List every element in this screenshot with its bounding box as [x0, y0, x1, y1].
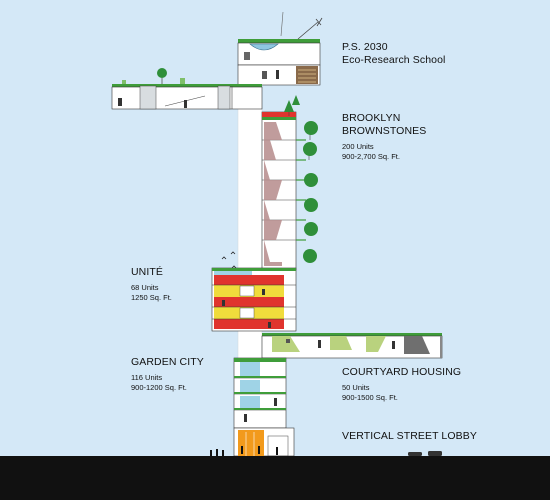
brownstones-section	[261, 95, 318, 271]
cantilever-block	[111, 68, 263, 110]
tree-icon	[304, 173, 318, 187]
courtyard-section	[261, 333, 443, 359]
ground	[0, 456, 550, 500]
bird-icon	[231, 265, 237, 269]
car-icon	[428, 451, 442, 456]
school-green-roof	[238, 39, 320, 43]
cantilever-silo	[139, 85, 157, 110]
unite-size: 1250 Sq. Ft.	[131, 292, 172, 302]
tree-icon	[303, 249, 317, 263]
school-library	[296, 66, 318, 84]
unite-section	[211, 267, 297, 332]
courtyard-units: 50 Units	[342, 383, 370, 392]
tree-icon	[304, 222, 318, 236]
tree-icon	[304, 198, 318, 212]
courtyard-size: 900-1500 Sq. Ft.	[342, 392, 398, 402]
label-lobby: VERTICAL STREET LOBBY	[342, 430, 477, 443]
person-icon	[210, 450, 212, 456]
bird-icon	[221, 256, 227, 260]
lobby-title: VERTICAL STREET LOBBY	[342, 430, 477, 442]
label-garden-city: GARDEN CITY 116 Units 900-1200 Sq. Ft.	[131, 356, 204, 392]
tree-icon	[304, 121, 318, 140]
label-brownstones: BROOKLYN BROWNSTONES 200 Units 900-2,700…	[342, 112, 426, 161]
school-upper-floor	[237, 42, 321, 66]
label-unite: UNITÉ 68 Units 1250 Sq. Ft.	[131, 266, 172, 302]
person-icon	[276, 447, 278, 455]
brownstones-title-2: BROWNSTONES	[342, 125, 427, 137]
person-icon	[222, 450, 224, 456]
courtyard-title: COURTYARD HOUSING	[342, 366, 462, 378]
tree-icon	[284, 100, 294, 116]
car-icon	[408, 452, 422, 456]
brownstones-title-1: BROOKLYN	[342, 112, 401, 124]
brownstones-units: 200 Units	[342, 142, 374, 151]
lobby-section	[233, 427, 295, 457]
brownstones-size: 900-2,700 Sq. Ft.	[342, 151, 400, 161]
school-pool	[249, 43, 279, 51]
garden-city-section	[233, 357, 287, 429]
tree-icon	[157, 68, 167, 84]
person-icon	[216, 449, 218, 456]
wind-turbine-icon	[297, 17, 323, 40]
school-title: P.S. 2030	[342, 41, 388, 53]
garden-city-glass	[240, 362, 260, 376]
garden-city-units: 116 Units	[131, 373, 163, 382]
unite-red-units	[214, 275, 284, 285]
unite-units: 68 Units	[131, 283, 159, 292]
courtyard-garden	[272, 336, 300, 352]
tree-icon	[303, 142, 317, 160]
brownstones-stoops	[264, 122, 282, 266]
person-icon	[241, 446, 243, 454]
tree-icon	[292, 95, 300, 105]
unite-title: UNITÉ	[131, 266, 163, 278]
label-school: P.S. 2030 Eco-Research School	[342, 41, 445, 67]
cantilever-green-roof	[112, 84, 262, 87]
bird-icon	[230, 251, 236, 255]
person-icon	[258, 446, 260, 454]
garden-city-title: GARDEN CITY	[131, 356, 204, 368]
label-courtyard: COURTYARD HOUSING 50 Units 900-1500 Sq. …	[342, 366, 461, 402]
school-block	[237, 11, 323, 86]
garden-city-size: 900-1200 Sq. Ft.	[131, 382, 187, 392]
school-subtitle: Eco-Research School	[342, 54, 446, 66]
